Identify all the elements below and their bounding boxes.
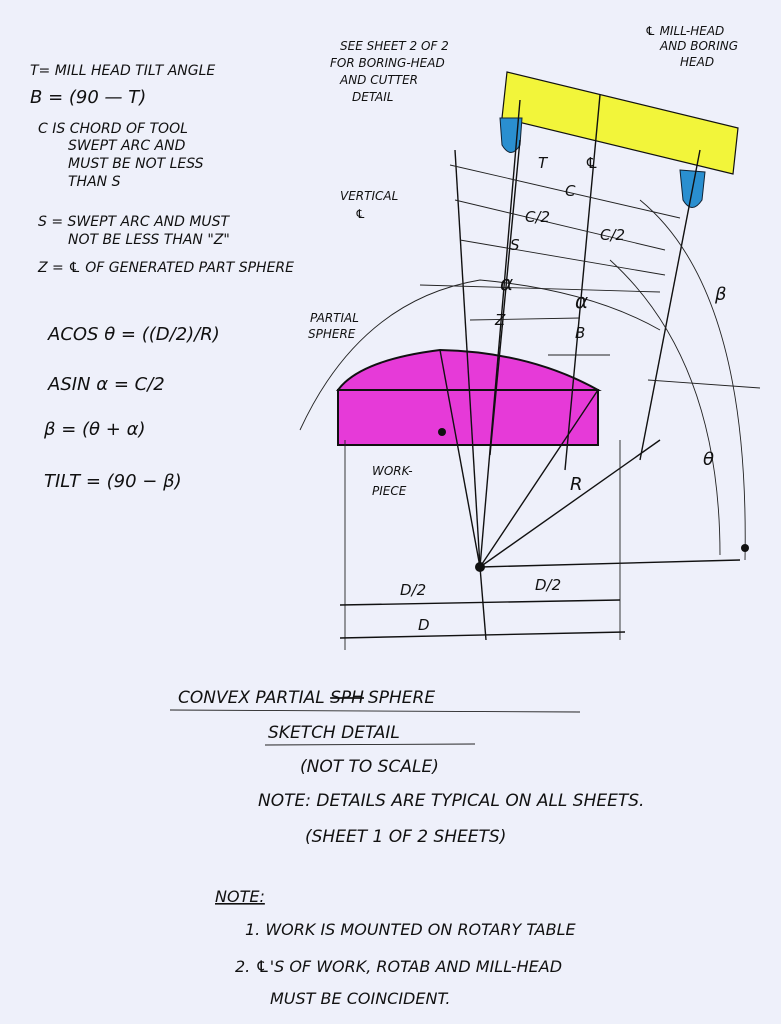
- callout-partial-sphere-1: PARTIAL: [310, 311, 359, 325]
- dim-z: Z: [494, 311, 506, 329]
- dim-alpha-1: α: [500, 271, 513, 295]
- note-item-2-cont: MUST BE COINCIDENT.: [270, 989, 450, 1008]
- dim-alpha-2: α: [575, 289, 588, 313]
- formula-beta: β = (θ + α): [43, 419, 145, 440]
- callout-mill-head-1: ℄ MILL-HEAD: [645, 24, 724, 38]
- formula-tilt: TILT = (90 − β): [44, 471, 182, 492]
- formula-asin: ASIN α = C/2: [47, 374, 165, 395]
- def-z: Z = ℄ OF GENERATED PART SPHERE: [37, 260, 294, 276]
- def-s-1: S = SWEPT ARC AND MUST: [38, 214, 231, 230]
- callout-partial-sphere-2: SPHERE: [308, 327, 356, 341]
- title-not-to-scale: (NOT TO SCALE): [300, 757, 439, 777]
- dim-b: B: [575, 324, 585, 342]
- dim-c-half-2: C/2: [600, 226, 625, 244]
- dim-r: R: [570, 474, 583, 495]
- dim-t: T: [538, 154, 549, 172]
- def-c-3: MUST BE NOT LESS: [68, 156, 204, 172]
- callout-workpiece-1: WORK-: [372, 464, 413, 478]
- dim-d-half-1: D/2: [400, 581, 426, 599]
- mill-head-bar: [501, 71, 739, 175]
- callout-vertical-1: VERTICAL: [340, 189, 398, 203]
- dim-beta: β: [714, 284, 727, 305]
- callout-see-sheet-3: AND CUTTER: [339, 73, 418, 87]
- note-typical: NOTE: DETAILS ARE TYPICAL ON ALL SHEETS.: [258, 791, 644, 811]
- dim-d: D: [418, 616, 430, 634]
- callout-workpiece-2: PIECE: [372, 484, 407, 498]
- note-item-1: 1. WORK IS MOUNTED ON ROTARY TABLE: [245, 920, 577, 939]
- callout-vertical-2: ℄: [355, 207, 366, 221]
- notes-heading: NOTE:: [215, 887, 265, 906]
- def-t: T= MILL HEAD TILT ANGLE: [30, 63, 215, 79]
- callout-see-sheet-2: FOR BORING-HEAD: [330, 56, 445, 70]
- dim-theta: θ: [703, 449, 714, 470]
- callout-mill-head-2: AND BORING: [659, 39, 738, 53]
- callout-see-sheet-1: SEE SHEET 2 OF 2: [340, 39, 449, 53]
- def-c-1: C IS CHORD OF TOOL: [38, 121, 188, 137]
- def-s-2: NOT BE LESS THAN "Z": [68, 232, 230, 248]
- workpiece-body: [337, 389, 599, 446]
- dim-d-half-2: D/2: [535, 576, 561, 594]
- dim-c: C: [565, 182, 576, 200]
- def-b: B = (90 — T): [30, 87, 146, 108]
- note-item-2: 2. ℄'S OF WORK, ROTAB AND MILL-HEAD: [235, 957, 562, 976]
- callout-see-sheet-4: DETAIL: [352, 90, 393, 104]
- dim-c-half-1: C/2: [525, 208, 550, 226]
- title-line-2: SKETCH DETAIL: [268, 723, 400, 743]
- def-c-4: THAN S: [68, 174, 121, 190]
- dim-centerline: ℄: [585, 154, 598, 172]
- sheet-number: (SHEET 1 OF 2 SHEETS): [305, 827, 506, 847]
- def-c-2: SWEPT ARC AND: [68, 138, 186, 154]
- formula-acos: ACOS θ = ((D/2)/R): [47, 324, 220, 345]
- construction-lines: [169, 94, 761, 746]
- callout-mill-head-3: HEAD: [680, 55, 714, 69]
- dim-s: S: [510, 236, 520, 254]
